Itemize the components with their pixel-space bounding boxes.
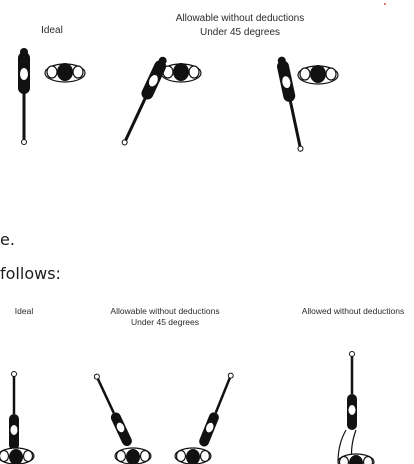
diagram-angle-2b bbox=[175, 371, 236, 464]
diagram-ideal-2 bbox=[0, 372, 34, 464]
diagram-bottom bbox=[0, 304, 414, 464]
diagram-angle-2a bbox=[91, 372, 151, 464]
diagram-angle-1 bbox=[118, 55, 201, 148]
diagram-angle-2 bbox=[275, 55, 338, 152]
text-line-1: e. bbox=[0, 230, 15, 249]
diagram-ideal bbox=[18, 48, 85, 145]
text-line-2: follows: bbox=[0, 264, 61, 283]
diagram-allowed bbox=[338, 352, 374, 464]
diagram-top bbox=[0, 0, 414, 150]
